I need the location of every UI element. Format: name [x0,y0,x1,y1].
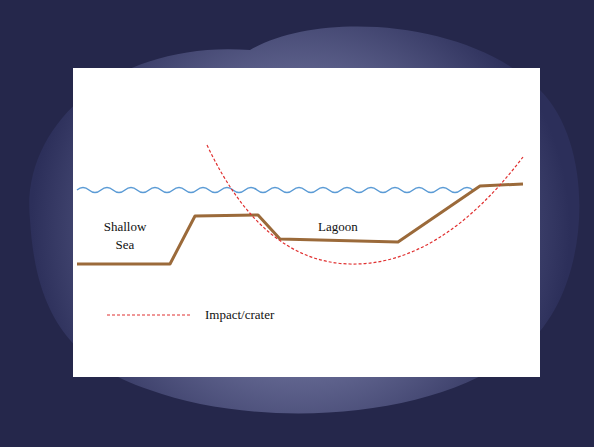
white-panel [73,68,540,377]
background-blob [29,27,579,414]
impact-crater-outline [207,145,523,264]
sea-surface-wave [77,188,473,193]
legend-text: Impact/crater [205,306,274,324]
legend-line-sample [107,314,190,315]
region-label: Lagoon [318,218,388,236]
region-label: Shallow Sea [96,218,154,254]
seafloor-profile [77,184,523,264]
